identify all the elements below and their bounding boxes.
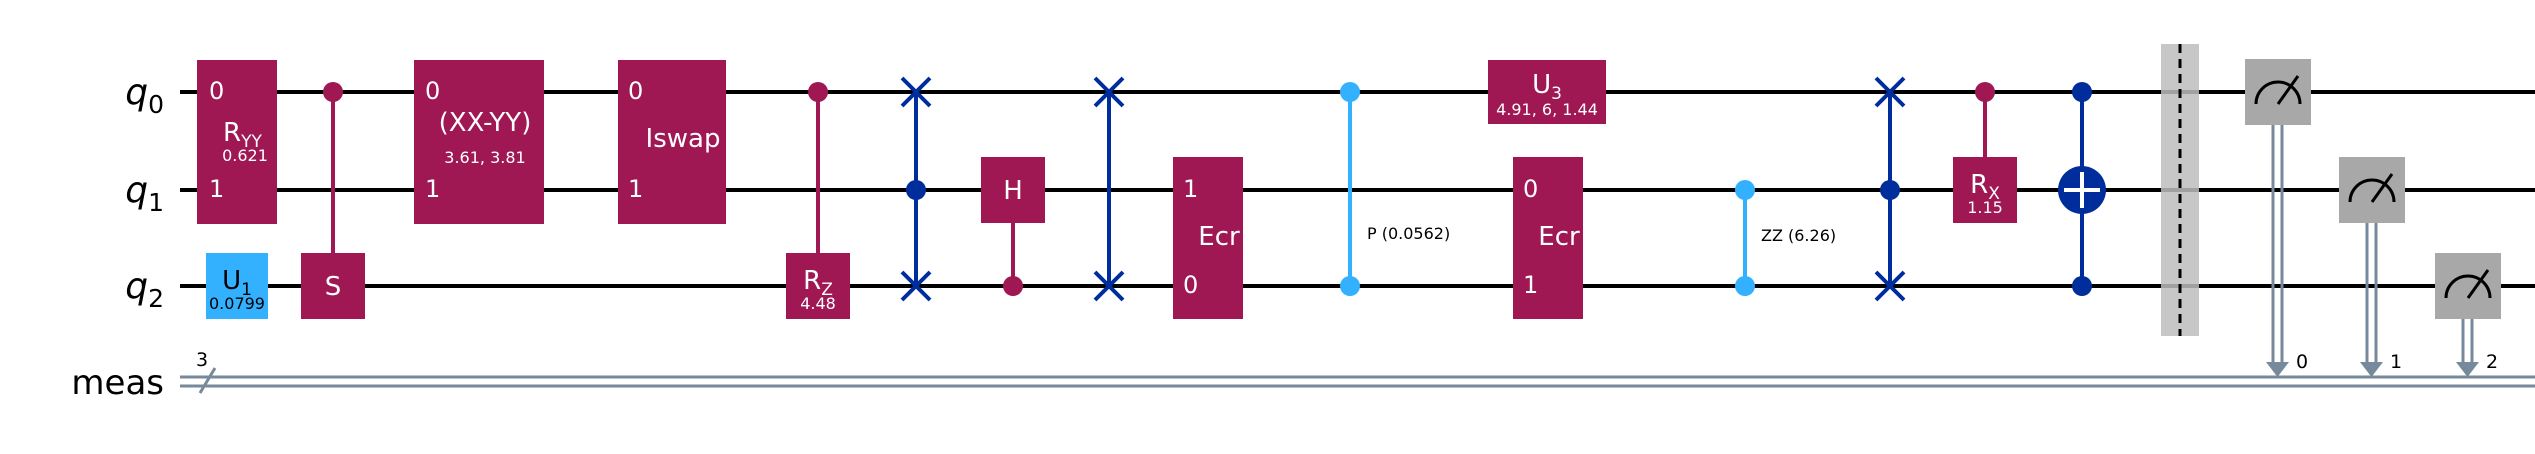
svg-text:Ecr: Ecr [1198, 222, 1240, 252]
swap-cross [1093, 76, 1125, 108]
svg-text:1.15: 1.15 [1967, 198, 2003, 217]
swap-cross [900, 270, 932, 302]
svg-text:1: 1 [1183, 175, 1198, 203]
svg-text:1: 1 [1523, 271, 1538, 299]
svg-text:Ecr: Ecr [1538, 222, 1580, 252]
control-dot [1003, 276, 1023, 296]
u3-gate: U3 4.91, 6, 1.44 [1488, 60, 1606, 124]
svg-text:0: 0 [425, 77, 440, 105]
swap-cross [1874, 270, 1906, 302]
control-dot [323, 82, 343, 102]
svg-text:4.48: 4.48 [800, 294, 836, 313]
toffoli-gate [2058, 82, 2106, 296]
control-dot [1340, 276, 1360, 296]
svg-text:4.91, 6, 1.44: 4.91, 6, 1.44 [1496, 100, 1598, 119]
ryy-gate: 0 1 RYY 0.621 [197, 60, 277, 224]
wire-label-q1: q1 [125, 170, 164, 217]
controlled-s-gate: S [301, 82, 365, 319]
svg-text:P (0.0562): P (0.0562) [1367, 224, 1450, 243]
svg-text:0: 0 [1183, 271, 1198, 299]
svg-text:0.0799: 0.0799 [209, 294, 265, 313]
barrier [2161, 44, 2199, 336]
svg-text:Iswap: Iswap [646, 124, 721, 154]
bit-label: 0 [2296, 351, 2308, 373]
svg-text:0.621: 0.621 [222, 146, 268, 165]
bus-slash [198, 367, 217, 394]
controlled-swap-gate-1 [900, 76, 932, 302]
rzz-gate: ZZ (6.26) [1735, 180, 1836, 296]
ecr-gate-1: 1 0 Ecr [1173, 157, 1243, 319]
meter-icon [2444, 274, 2492, 299]
controlled-h-gate: H [981, 157, 1045, 296]
svg-text:0: 0 [628, 77, 643, 105]
control-dot [2072, 276, 2092, 296]
svg-text:U1: U1 [222, 266, 252, 300]
iswap-gate: 0 1 Iswap [618, 60, 726, 224]
control-dot [906, 180, 926, 200]
svg-text:(XX-YY): (XX-YY) [439, 108, 532, 138]
controlled-rz-gate: RZ 4.48 [786, 82, 850, 319]
measure-q0: 0 [2245, 59, 2311, 377]
svg-text:U3: U3 [1532, 70, 1562, 104]
controlled-swap-gate-2 [1874, 76, 1906, 302]
control-dot [1340, 82, 1360, 102]
svg-text:0: 0 [1523, 175, 1538, 203]
svg-text:RX: RX [1970, 170, 2000, 204]
svg-text:ZZ (6.26): ZZ (6.26) [1761, 226, 1836, 245]
swap-cross [900, 76, 932, 108]
svg-text:S: S [325, 272, 342, 302]
svg-text:1: 1 [209, 175, 224, 203]
control-dot [808, 82, 828, 102]
controlled-rx-gate: RX 1.15 [1953, 82, 2017, 223]
control-dot [1975, 82, 1995, 102]
swap-cross [1093, 270, 1125, 302]
swap-gate [1093, 76, 1125, 302]
swap-cross [1874, 76, 1906, 108]
svg-text:H: H [1003, 176, 1023, 206]
wire-label-q0: q0 [125, 72, 164, 119]
classical-register-meas: 3 [180, 349, 2535, 394]
control-dot [1735, 276, 1755, 296]
xx-minus-yy-gate: 0 1 (XX-YY) 3.61, 3.81 [414, 60, 544, 224]
control-dot [1880, 180, 1900, 200]
svg-text:1: 1 [628, 175, 643, 203]
measure-q2: 2 [2435, 253, 2501, 377]
controlled-phase-gate: P (0.0562) [1340, 82, 1450, 296]
control-dot [1735, 180, 1755, 200]
ecr-gate-2: 0 1 Ecr [1513, 157, 1583, 319]
u1-gate: U1 0.0799 [206, 253, 268, 319]
meter-icon [2348, 178, 2396, 203]
control-dot [2072, 82, 2092, 102]
measure-q1: 1 [2339, 157, 2405, 377]
meter-icon [2254, 80, 2302, 105]
svg-text:RZ: RZ [803, 266, 833, 300]
svg-text:0: 0 [209, 77, 224, 105]
wire-label-q2: q2 [125, 266, 164, 313]
svg-text:1: 1 [425, 175, 440, 203]
svg-text:RYY: RYY [223, 118, 262, 152]
bit-label: 2 [2486, 351, 2498, 373]
bit-label: 1 [2390, 351, 2402, 373]
register-width: 3 [196, 349, 208, 371]
svg-text:3.61, 3.81: 3.61, 3.81 [444, 148, 525, 167]
wire-label-meas: meas [71, 363, 164, 403]
